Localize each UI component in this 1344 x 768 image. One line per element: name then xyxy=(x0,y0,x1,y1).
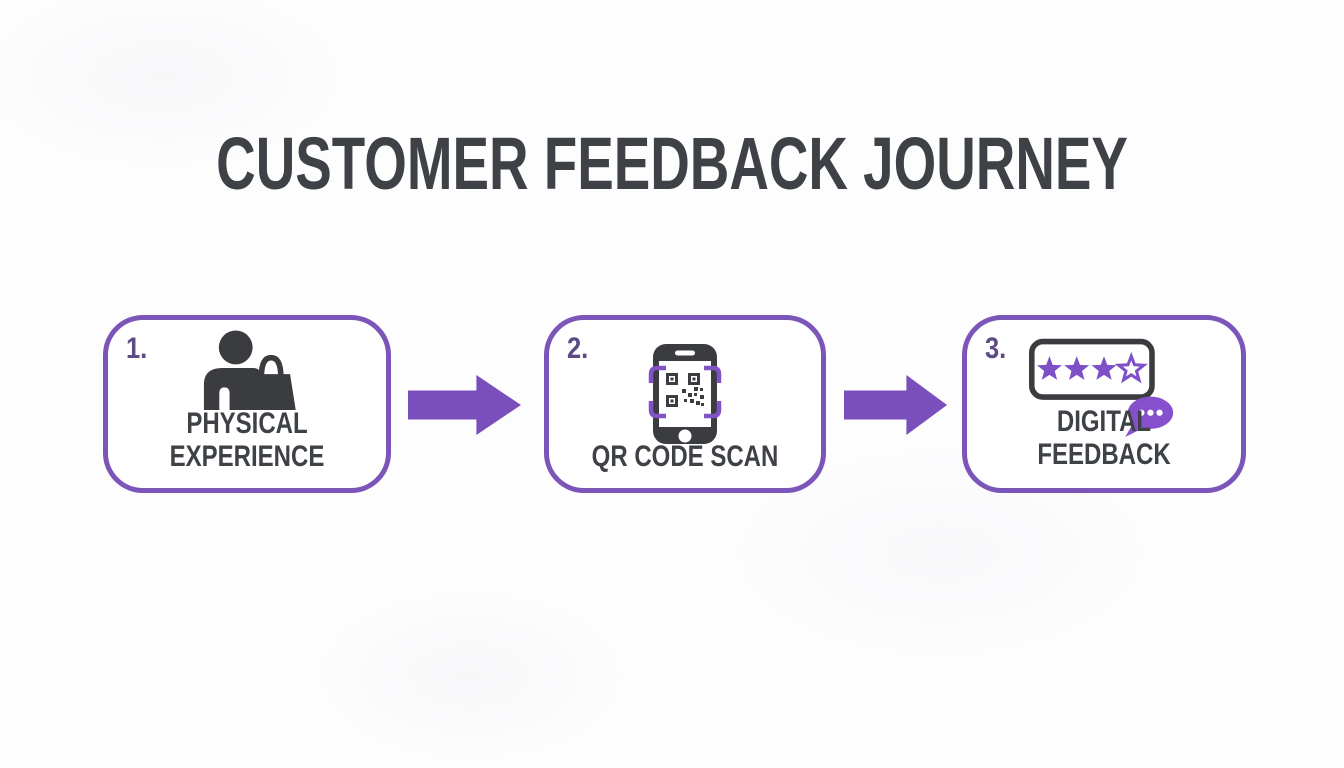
step-number: 1. xyxy=(126,332,148,365)
star-rating-chat-bubble-icon xyxy=(1029,338,1174,437)
step-label-line-1: QR CODE SCAN xyxy=(591,440,779,473)
step-label-line-2: EXPERIENCE xyxy=(169,440,325,473)
step-card-qr-code-scan: 2. xyxy=(544,315,826,493)
step-number: 2. xyxy=(567,332,589,365)
step-label-line-1: PHYSICAL xyxy=(186,407,308,440)
arrow-right-icon xyxy=(408,374,522,436)
page-title: CUSTOMER FEEDBACK JOURNEY xyxy=(0,127,1344,201)
step-label-line-1: DIGITAL xyxy=(1056,405,1152,438)
step-label: DIGITAL FEEDBACK xyxy=(967,405,1241,471)
shopper-with-bag-icon xyxy=(203,330,296,410)
step-label: PHYSICAL EXPERIENCE xyxy=(108,407,386,473)
step-label: QR CODE SCAN xyxy=(549,440,821,473)
step-card-digital-feedback: 3. DIGITAL FEEDBACK xyxy=(962,315,1246,493)
arrow-right-icon xyxy=(844,374,948,436)
phone-qr-scan-icon xyxy=(648,344,722,444)
step-card-physical-experience: 1. PHYSICAL EXPERIENCE xyxy=(103,315,391,493)
step-label-line-2: FEEDBACK xyxy=(1037,438,1171,471)
step-number: 3. xyxy=(985,332,1007,365)
page-title-text: CUSTOMER FEEDBACK JOURNEY xyxy=(216,122,1128,205)
